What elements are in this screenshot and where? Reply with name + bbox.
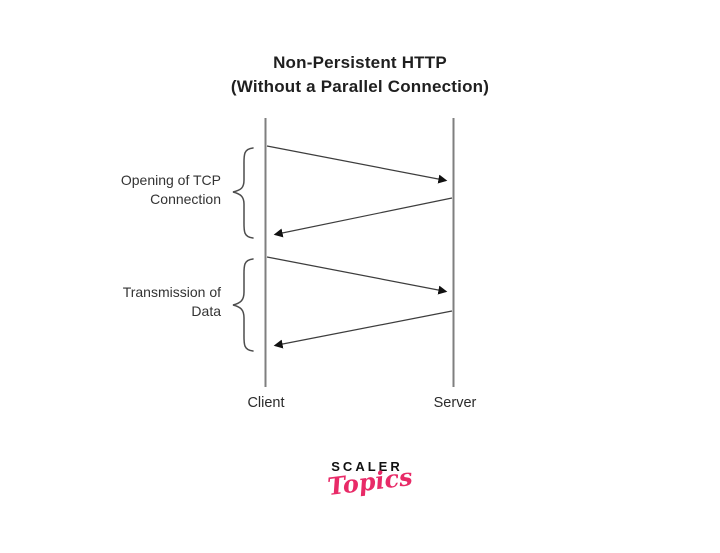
- actor-label-client: Client: [247, 395, 285, 411]
- section-2-label-line-1: Transmission of: [122, 284, 221, 300]
- diagram-title: Non-Persistent HTTP (Without a Parallel …: [0, 51, 720, 99]
- arrow-server-to-client-2: [273, 310, 453, 349]
- arrow-client-to-server-2: [266, 256, 448, 295]
- logo-brand-text: SCALER: [331, 459, 403, 474]
- section-1-label-line-2: Connection: [150, 191, 221, 207]
- actor-label-server: Server: [433, 395, 477, 411]
- title-line-1: Non-Persistent HTTP: [273, 53, 447, 72]
- scaler-topics-logo: SCALER Topics: [312, 459, 422, 501]
- section-1-label-line-1: Opening of TCP: [120, 172, 221, 188]
- section-label-opening-tcp: Opening of TCP Connection: [0, 171, 221, 209]
- brace-opening-tcp-connection: [232, 147, 254, 239]
- title-line-2: (Without a Parallel Connection): [230, 77, 490, 96]
- section-label-transmission-data: Transmission of Data: [0, 283, 221, 321]
- brace-transmission-of-data: [232, 258, 254, 352]
- arrow-client-to-server-1: [266, 145, 448, 184]
- arrow-server-to-client-1: [273, 197, 453, 238]
- section-2-label-line-2: Data: [191, 303, 221, 319]
